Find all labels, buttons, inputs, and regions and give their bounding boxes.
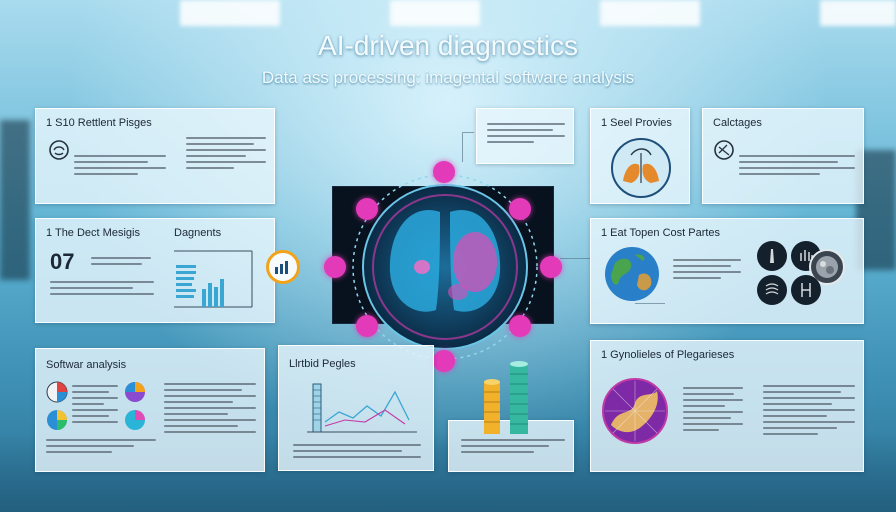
panel-title: 1 Seel Provies [601,117,672,129]
brain-icon [714,140,734,160]
text-lines [91,257,151,265]
chart-bubble [266,250,300,284]
tissue-icon [602,378,668,444]
text-lines [46,439,156,453]
text-lines [739,155,855,175]
cylinder-icon [484,361,528,434]
text-lines [293,444,421,458]
node-dot [509,198,531,220]
node-dot [324,256,346,278]
organ-icon [611,138,671,198]
text-lines [74,155,166,175]
panel-bottom-center: Llrtbid Pegles [278,345,434,471]
text-lines [461,439,565,453]
texture-icon [816,256,838,278]
metric-value: 07 [50,249,75,274]
text-lines [763,385,855,435]
brain-icon [49,140,69,160]
panel-mid-right: 1 Eat Topen Cost Partes [590,218,864,324]
panel-top-right-b: Calctages [702,108,864,204]
bar-chart-icon [174,250,253,308]
panel-top-center-right [476,108,574,164]
connector-line [635,303,665,304]
panel-title: Softwar analysis [46,359,127,371]
page-title: AI-driven diagnostics [318,30,578,61]
node-dot [433,350,455,372]
left-lung [389,210,440,312]
wall-monitor-left [0,120,30,280]
text-lines [673,259,741,279]
ceiling-light-1 [180,0,280,26]
panel-title: Llrtbid Pegles [289,358,356,370]
panel-title: Calctages [713,117,762,129]
text-lines [72,385,118,423]
globe-icon [605,247,659,301]
central-lung-scan [352,174,538,360]
hand-icon [800,250,813,261]
lesion-1 [453,232,497,292]
panel-title: 1 The Dect Mesigis [46,227,140,239]
text-lines [186,137,266,169]
line-chart-icon [307,383,417,433]
text-lines [487,123,565,143]
ceiling-light-4 [820,0,896,26]
pie-icon [47,410,67,430]
ceiling-light-2 [390,0,480,26]
node-dot [540,256,562,278]
connector-line [462,132,474,162]
scan-outer-ring [352,174,538,360]
pie-icon [46,381,68,403]
panel-mid-left: 1 The Dect Mesigis Dagnents 07 [35,218,275,323]
scan-tile [757,241,787,271]
text-lines [683,387,743,431]
node-dot [433,161,455,183]
panel-top-right-a: 1 Seel Provies [590,108,690,204]
panel-title: 1 Gynolieles of Plegarieses [601,349,735,361]
text-lines [164,383,256,433]
text-lines [50,281,154,295]
bone-icon [770,249,774,263]
pie-icon [125,410,145,430]
scan-mid-ring [362,184,528,350]
panel-bottom-left: Softwar analysis [35,348,265,472]
scan-tile [757,275,787,305]
panel-subtitle: Dagnents [174,227,222,239]
panel-title: 1 Eat Topen Cost Partes [601,227,721,239]
node-dot [509,315,531,337]
panel-bottom-right: 1 Gynolieles of Plegarieses [590,340,864,472]
scan-inner-ring [372,194,518,340]
node-dot [356,315,378,337]
pie-icon [125,382,145,402]
bar-chart-icon [275,261,288,274]
scan-tile [809,249,845,285]
joint-icon [801,283,811,297]
node-dot [356,198,378,220]
ribcage-icon [765,283,779,295]
scan-tile [791,275,821,305]
lesion-2 [414,260,430,274]
panel-title: 1 S10 Rettlent Pisges [46,117,152,129]
page-subtitle: Data ass processing: imagental software … [261,68,635,87]
ceiling-light-3 [600,0,700,26]
lesion-3 [448,284,468,300]
panel-top-left: 1 S10 Rettlent Pisges [35,108,275,204]
connector-line [560,258,590,259]
